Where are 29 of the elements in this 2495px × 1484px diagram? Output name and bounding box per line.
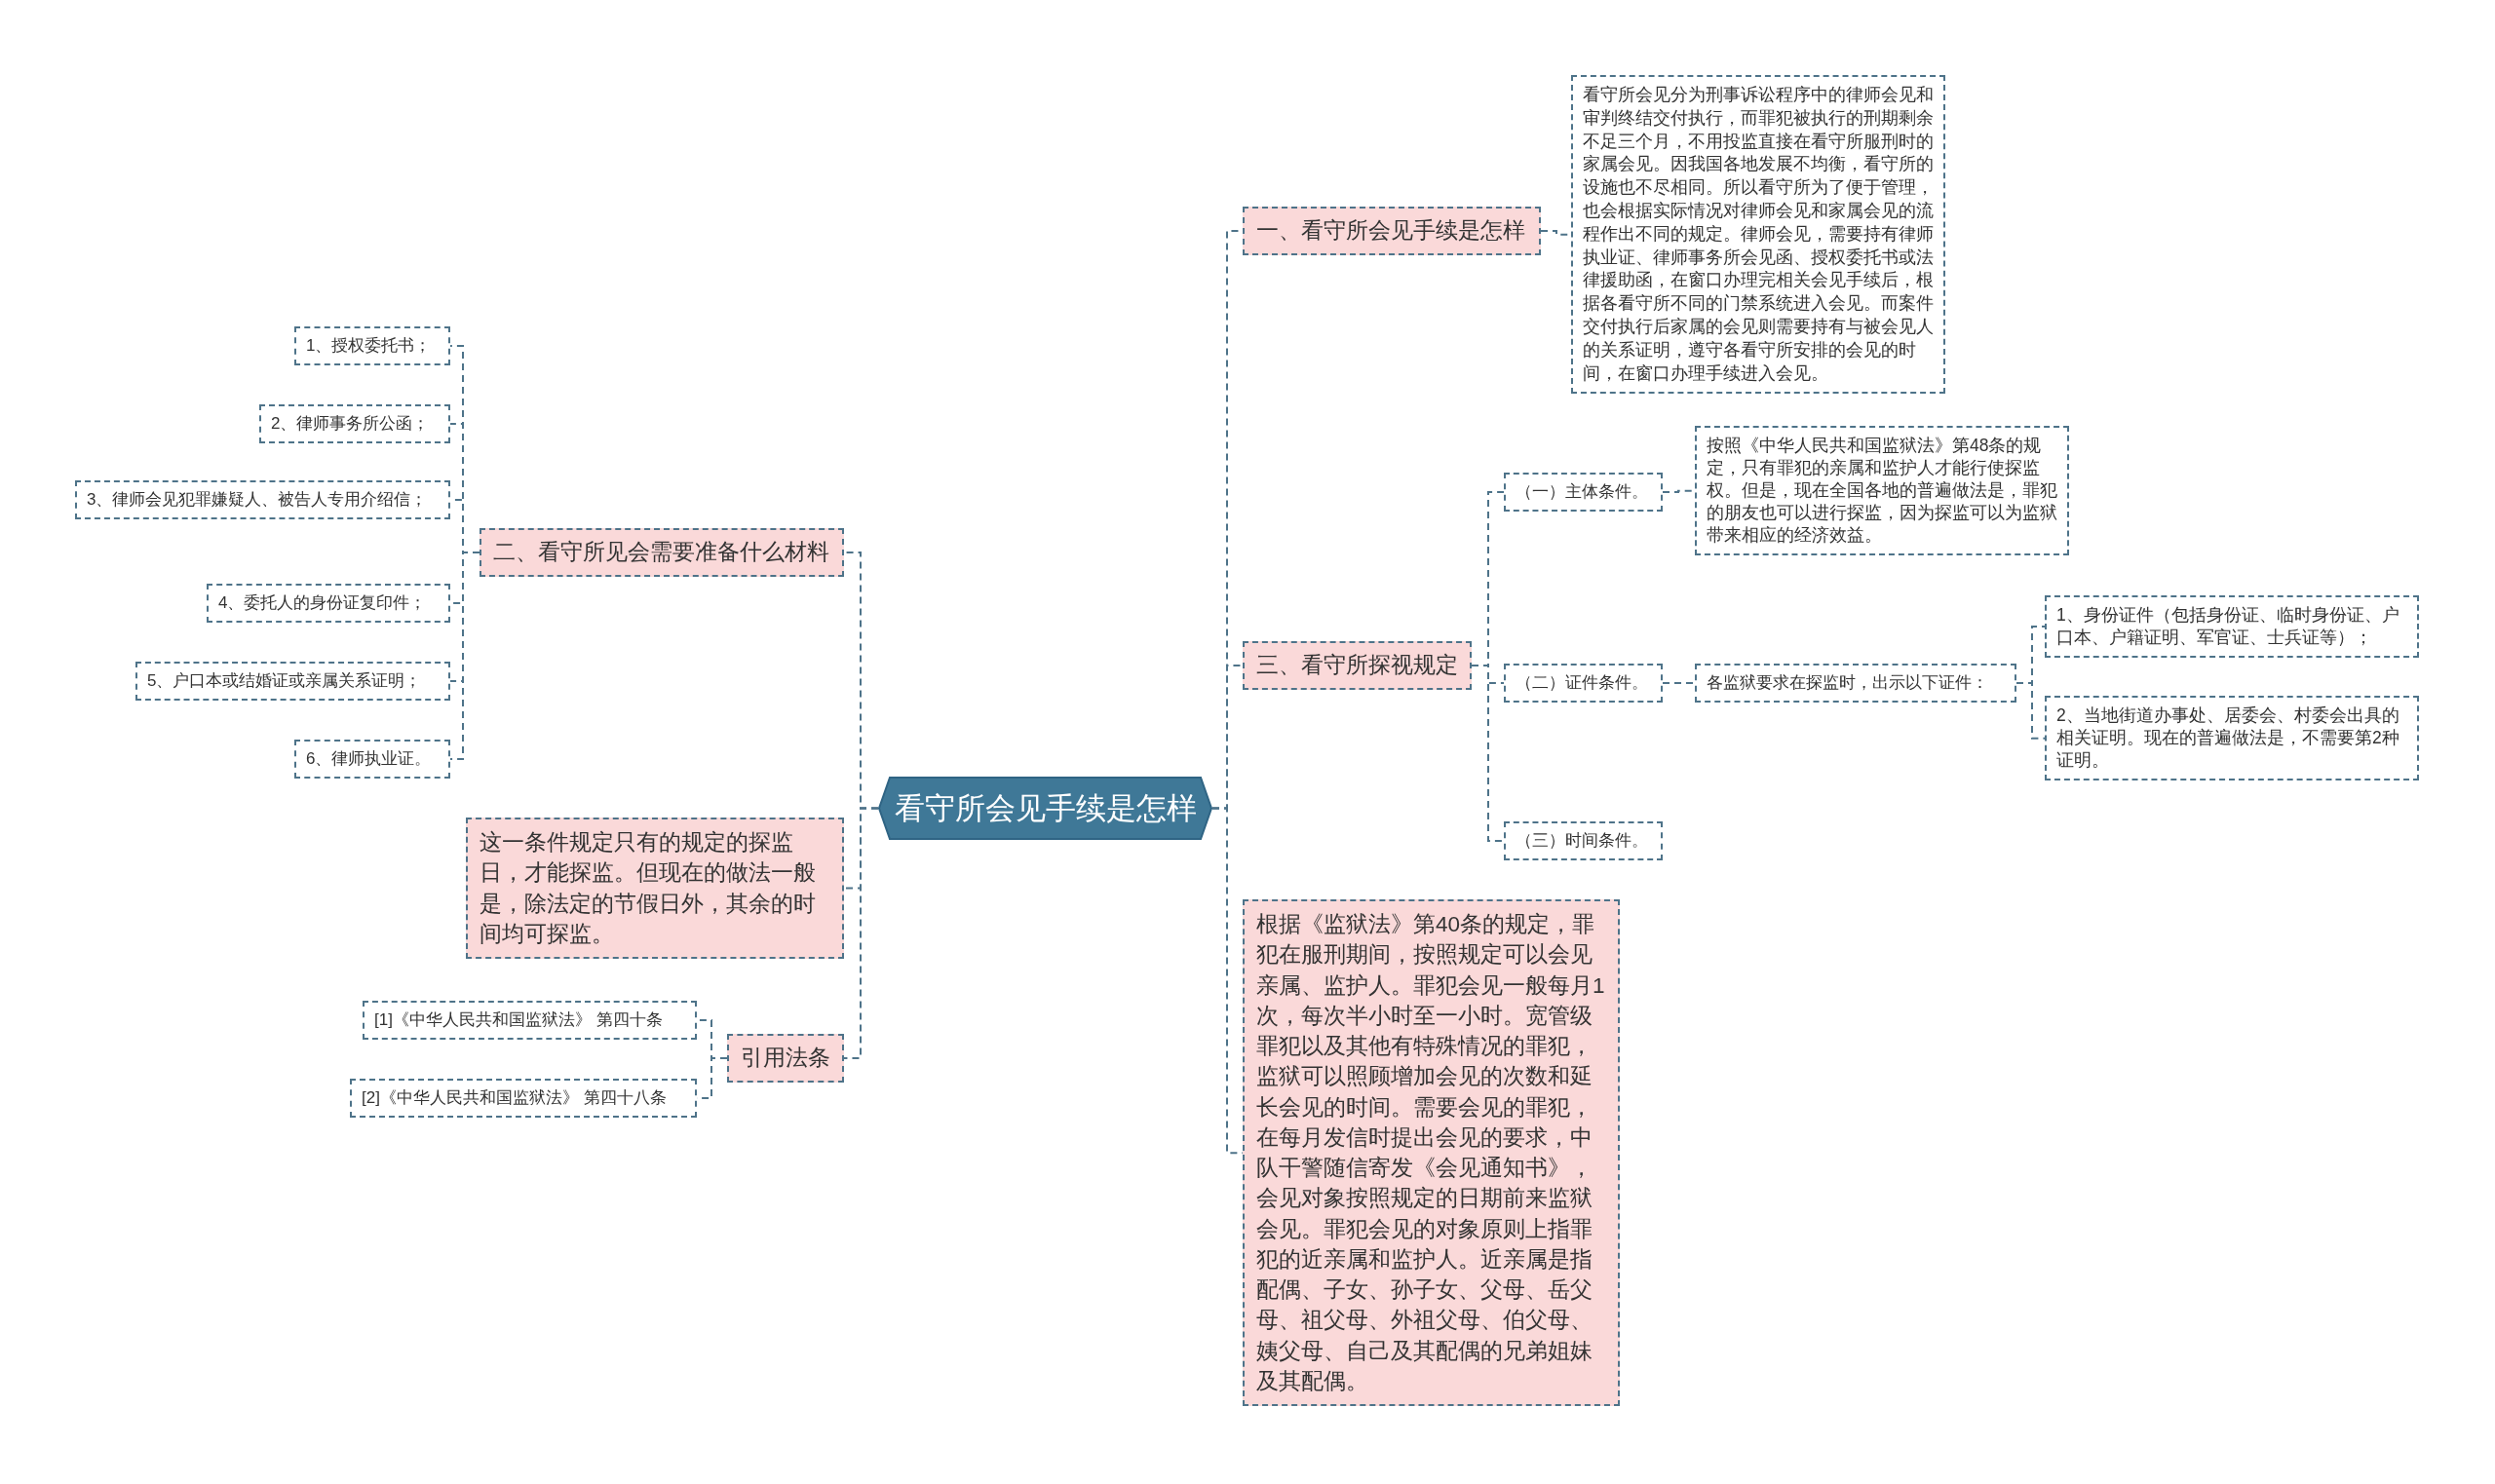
item-box: 6、律师执业证。 bbox=[294, 740, 450, 780]
note-box: 2、当地街道办事处、居委会、村委会出具的相关证明。现在的普遍做法是，不需要第2种证明。 bbox=[2045, 696, 2419, 781]
connector-line bbox=[2015, 682, 2046, 740]
connector-line bbox=[843, 807, 879, 1059]
connector-line bbox=[1211, 807, 1244, 1155]
item-box: [2]《中华人民共和国监狱法》 第四十八条 bbox=[350, 1079, 697, 1119]
topic-box: 这一条件规定只有的规定的探监日，才能探监。但现在的做法一般是，除法定的节假日外，其余的时间均可探监。 bbox=[466, 818, 844, 960]
central-topic-hexagon: 看守所会见手续是怎样 bbox=[878, 777, 1212, 840]
connector-line bbox=[449, 551, 480, 761]
connector-line bbox=[1471, 664, 1505, 843]
item-box: 4、委托人的身份证复印件； bbox=[207, 584, 450, 624]
item-box: 1、授权委托书； bbox=[294, 326, 450, 366]
subtopic-box: 各监狱要求在探监时，出示以下证件： bbox=[1695, 664, 2016, 704]
note-box: 按照《中华人民共和国监狱法》第48条的规定，只有罪犯的亲属和监护人才能行使探监权。但是，现在全国各地的普遍做法是，罪犯的朋友也可以进行探监，因为探监可以为监狱带来相应的经济效益。 bbox=[1695, 426, 2069, 556]
subtopic-box: （二）证件条件。 bbox=[1504, 664, 1663, 704]
subtopic-box: （一）主体条件。 bbox=[1504, 473, 1663, 513]
item-box: 3、律师会见犯罪嫌疑人、被告人专用介绍信； bbox=[75, 480, 450, 520]
item-box: [1]《中华人民共和国监狱法》 第四十条 bbox=[363, 1001, 697, 1041]
item-box: 5、户口本或结婚证或亲属关系证明； bbox=[135, 662, 450, 702]
topic-box: 二、看守所见会需要准备什么材料 bbox=[480, 528, 844, 577]
topic-box: 一、看守所会见手续是怎样 bbox=[1243, 207, 1541, 255]
connector-line bbox=[1662, 682, 1696, 685]
topic-box: 三、看守所探视规定 bbox=[1243, 641, 1472, 690]
topic-box: 引用法条 bbox=[727, 1034, 844, 1083]
subtopic-box: （三）时间条件。 bbox=[1504, 821, 1663, 861]
note-box: 看守所会见分为刑事诉讼程序中的律师会见和审判终结交付执行，而罪犯被执行的刑期剩余不足三个月，不用投监直接在看守所服刑时的家属会见。因我国各地发展不均衡，看守所的设施也不尽相同。所以看守所为了便于管理，也会根据实际情况对律师会见和家属会见的流程作出不同的规定。律师会见，需要持有律师执业证、律师事务所会见函、授权委托书或法律援助函，在窗口办理完相关会见手续后，根据各看守所不同的门禁系统进入会见。而案件交付执行后家属的会见则需要持有与被会见人的关系证明，遵守各看守所安排的会见的时间，在窗口办理手续进入会见。 bbox=[1571, 75, 1945, 395]
note-box: 1、身份证件（包括身份证、临时身份证、户口本、户籍证明、军官证、士兵证等）； bbox=[2045, 595, 2419, 659]
topic-box: 根据《监狱法》第40条的规定，罪犯在服刑期间，按照规定可以会见亲属、监护人。罪犯会见一般每月1次，每次半小时至一小时。宽管级罪犯以及其他有特殊情况的罪犯，监狱可以照顾增加会见的次数和延长会见的时间。需要会见的罪犯，在每月发信时提出会见的要求，中队干警随信寄发《会见通知书》，会见对象按照规定的日期前来监狱会见。罪犯会见的对象原则上指罪犯的近亲属和监护人。近亲属是指配偶、子女、孙子女、父母、岳父母、祖父母、外祖父母、伯父母、姨父母、自己及其配偶的兄弟姐妹及其配偶。 bbox=[1243, 899, 1620, 1407]
item-box: 2、律师事务所公函； bbox=[259, 404, 450, 444]
